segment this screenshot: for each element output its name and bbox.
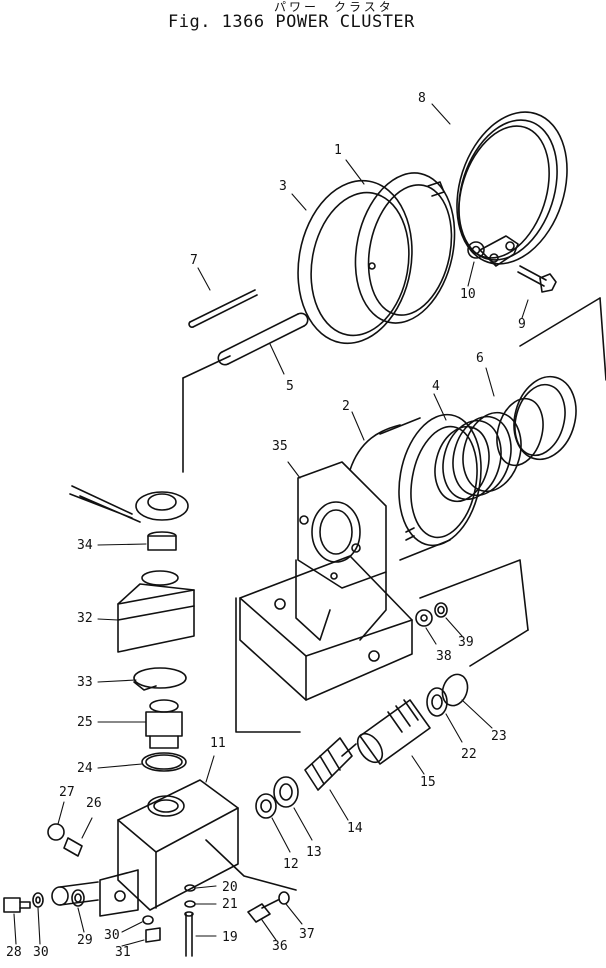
ring-part-13 (273, 776, 299, 808)
figure-title: Fig. 1366 POWER CLUSTER (168, 12, 415, 32)
diaphragm-part-3 (297, 179, 413, 345)
callout-13: 13 (306, 845, 322, 860)
callout-39: 39 (458, 635, 474, 650)
callout-10: 10 (460, 287, 476, 302)
title-katakana: パワー クラスタ (274, 0, 394, 14)
ring-part-12 (255, 793, 277, 819)
callout-2: 2 (342, 399, 350, 414)
callout-29: 29 (77, 933, 93, 948)
callout-19: 19 (222, 930, 238, 945)
reservoir-part-32 (117, 570, 195, 653)
callout-14: 14 (347, 821, 363, 836)
callout-26: 26 (86, 796, 102, 811)
rod-part-7 (188, 289, 258, 328)
callout-28: 28 (6, 945, 22, 960)
power-cylinder-part-2 (349, 413, 482, 561)
bleeder-part-26 (63, 837, 83, 857)
callout-27: 27 (59, 785, 75, 800)
callout-15: 15 (420, 775, 436, 790)
callout-25: 25 (77, 715, 93, 730)
callout-30-left: 30 (33, 945, 49, 960)
clamp-band-part-8 (456, 111, 568, 267)
callout-30-right: 30 (104, 928, 120, 943)
banjo-bolt-part-28 (3, 897, 31, 913)
callout-36: 36 (272, 939, 288, 954)
callout-1: 1 (334, 143, 342, 158)
callout-31: 31 (115, 945, 131, 960)
callout-3: 3 (279, 179, 287, 194)
callout-12: 12 (283, 857, 299, 872)
nut-part-10 (467, 241, 485, 259)
seal-part-22 (426, 687, 448, 717)
gasket-part-24 (141, 752, 187, 772)
pushrod-part-5 (217, 312, 309, 366)
reservoir-cap-part-34 (69, 485, 189, 551)
pushrod-part-19 (184, 911, 194, 957)
o-ring-part-23 (441, 673, 469, 707)
seal-ring-part-6 (496, 375, 577, 467)
callout-20: 20 (222, 880, 238, 895)
callout-7: 7 (190, 253, 198, 268)
clamp-part-33 (133, 667, 187, 691)
callout-5: 5 (286, 379, 294, 394)
mounting-bracket-part-35 (239, 461, 413, 701)
callout-4: 4 (432, 379, 440, 394)
callout-22: 22 (461, 747, 477, 762)
bolt-part-36 (247, 899, 279, 923)
callout-8: 8 (418, 91, 426, 106)
leader-lines (13, 103, 529, 947)
union-part-29 (51, 881, 99, 907)
o-ring-part-20 (184, 884, 196, 892)
fitting-part-25 (145, 699, 183, 749)
piston-part-15 (341, 699, 431, 765)
callout-38: 38 (436, 649, 452, 664)
bellows-part-4 (434, 411, 522, 503)
screw-part-31 (145, 927, 161, 943)
callout-37: 37 (299, 927, 315, 942)
washer-part-30a (32, 892, 44, 908)
callout-33: 33 (77, 675, 93, 690)
boot-part-14 (304, 737, 353, 791)
callout-24: 24 (77, 761, 93, 776)
callout-11: 11 (210, 736, 226, 751)
callout-35: 35 (272, 439, 288, 454)
callout-6: 6 (476, 351, 484, 366)
washer-part-37 (278, 891, 290, 905)
callout-9: 9 (518, 317, 526, 332)
housing-shell-part-1 (354, 172, 456, 324)
master-cylinder-part-11 (99, 779, 297, 917)
washer-part-39 (434, 602, 448, 618)
washer-part-30b (142, 915, 154, 925)
plug-part-27 (47, 823, 65, 841)
callout-34: 34 (77, 538, 93, 553)
o-ring-part-21 (184, 900, 196, 908)
callout-23: 23 (491, 729, 507, 744)
callout-32: 32 (77, 611, 93, 626)
callout-21: 21 (222, 897, 238, 912)
nut-part-38 (415, 609, 433, 627)
bolt-part-9 (517, 265, 557, 293)
